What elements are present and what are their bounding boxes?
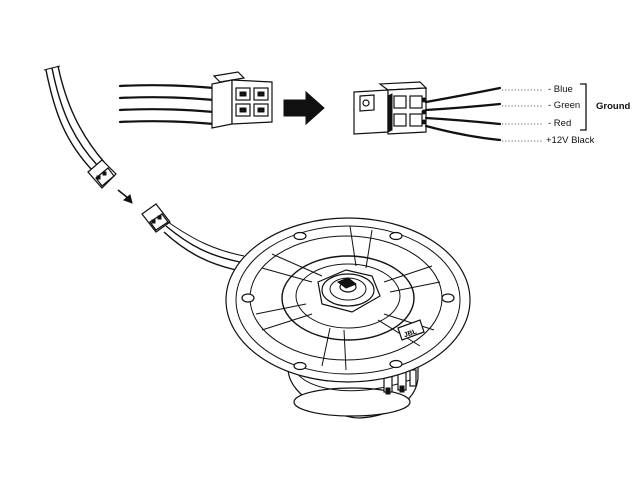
label-black: +12V Black (546, 135, 595, 146)
ground-bracket (580, 83, 587, 131)
lead-cable-connector (87, 159, 117, 189)
label-red: - Red (548, 118, 572, 129)
down-arrow-left (117, 189, 133, 204)
speaker: JBL (225, 217, 471, 419)
label-ground: Ground (596, 101, 631, 112)
speaker-connector (141, 203, 171, 233)
speaker-cable (163, 221, 245, 271)
lead-cable (43, 65, 105, 171)
harness-plug-left (211, 71, 273, 129)
wire-leader-lines (502, 89, 542, 142)
harness-wires-right (424, 86, 502, 142)
label-green: - Green (548, 100, 581, 111)
badge-text: JBL (403, 328, 418, 339)
right-arrow (283, 90, 325, 126)
brand-badge: JBL (397, 319, 425, 341)
harness-plug-right (353, 81, 428, 135)
label-blue: - Blue (548, 84, 573, 95)
harness-wires-left (118, 84, 216, 126)
